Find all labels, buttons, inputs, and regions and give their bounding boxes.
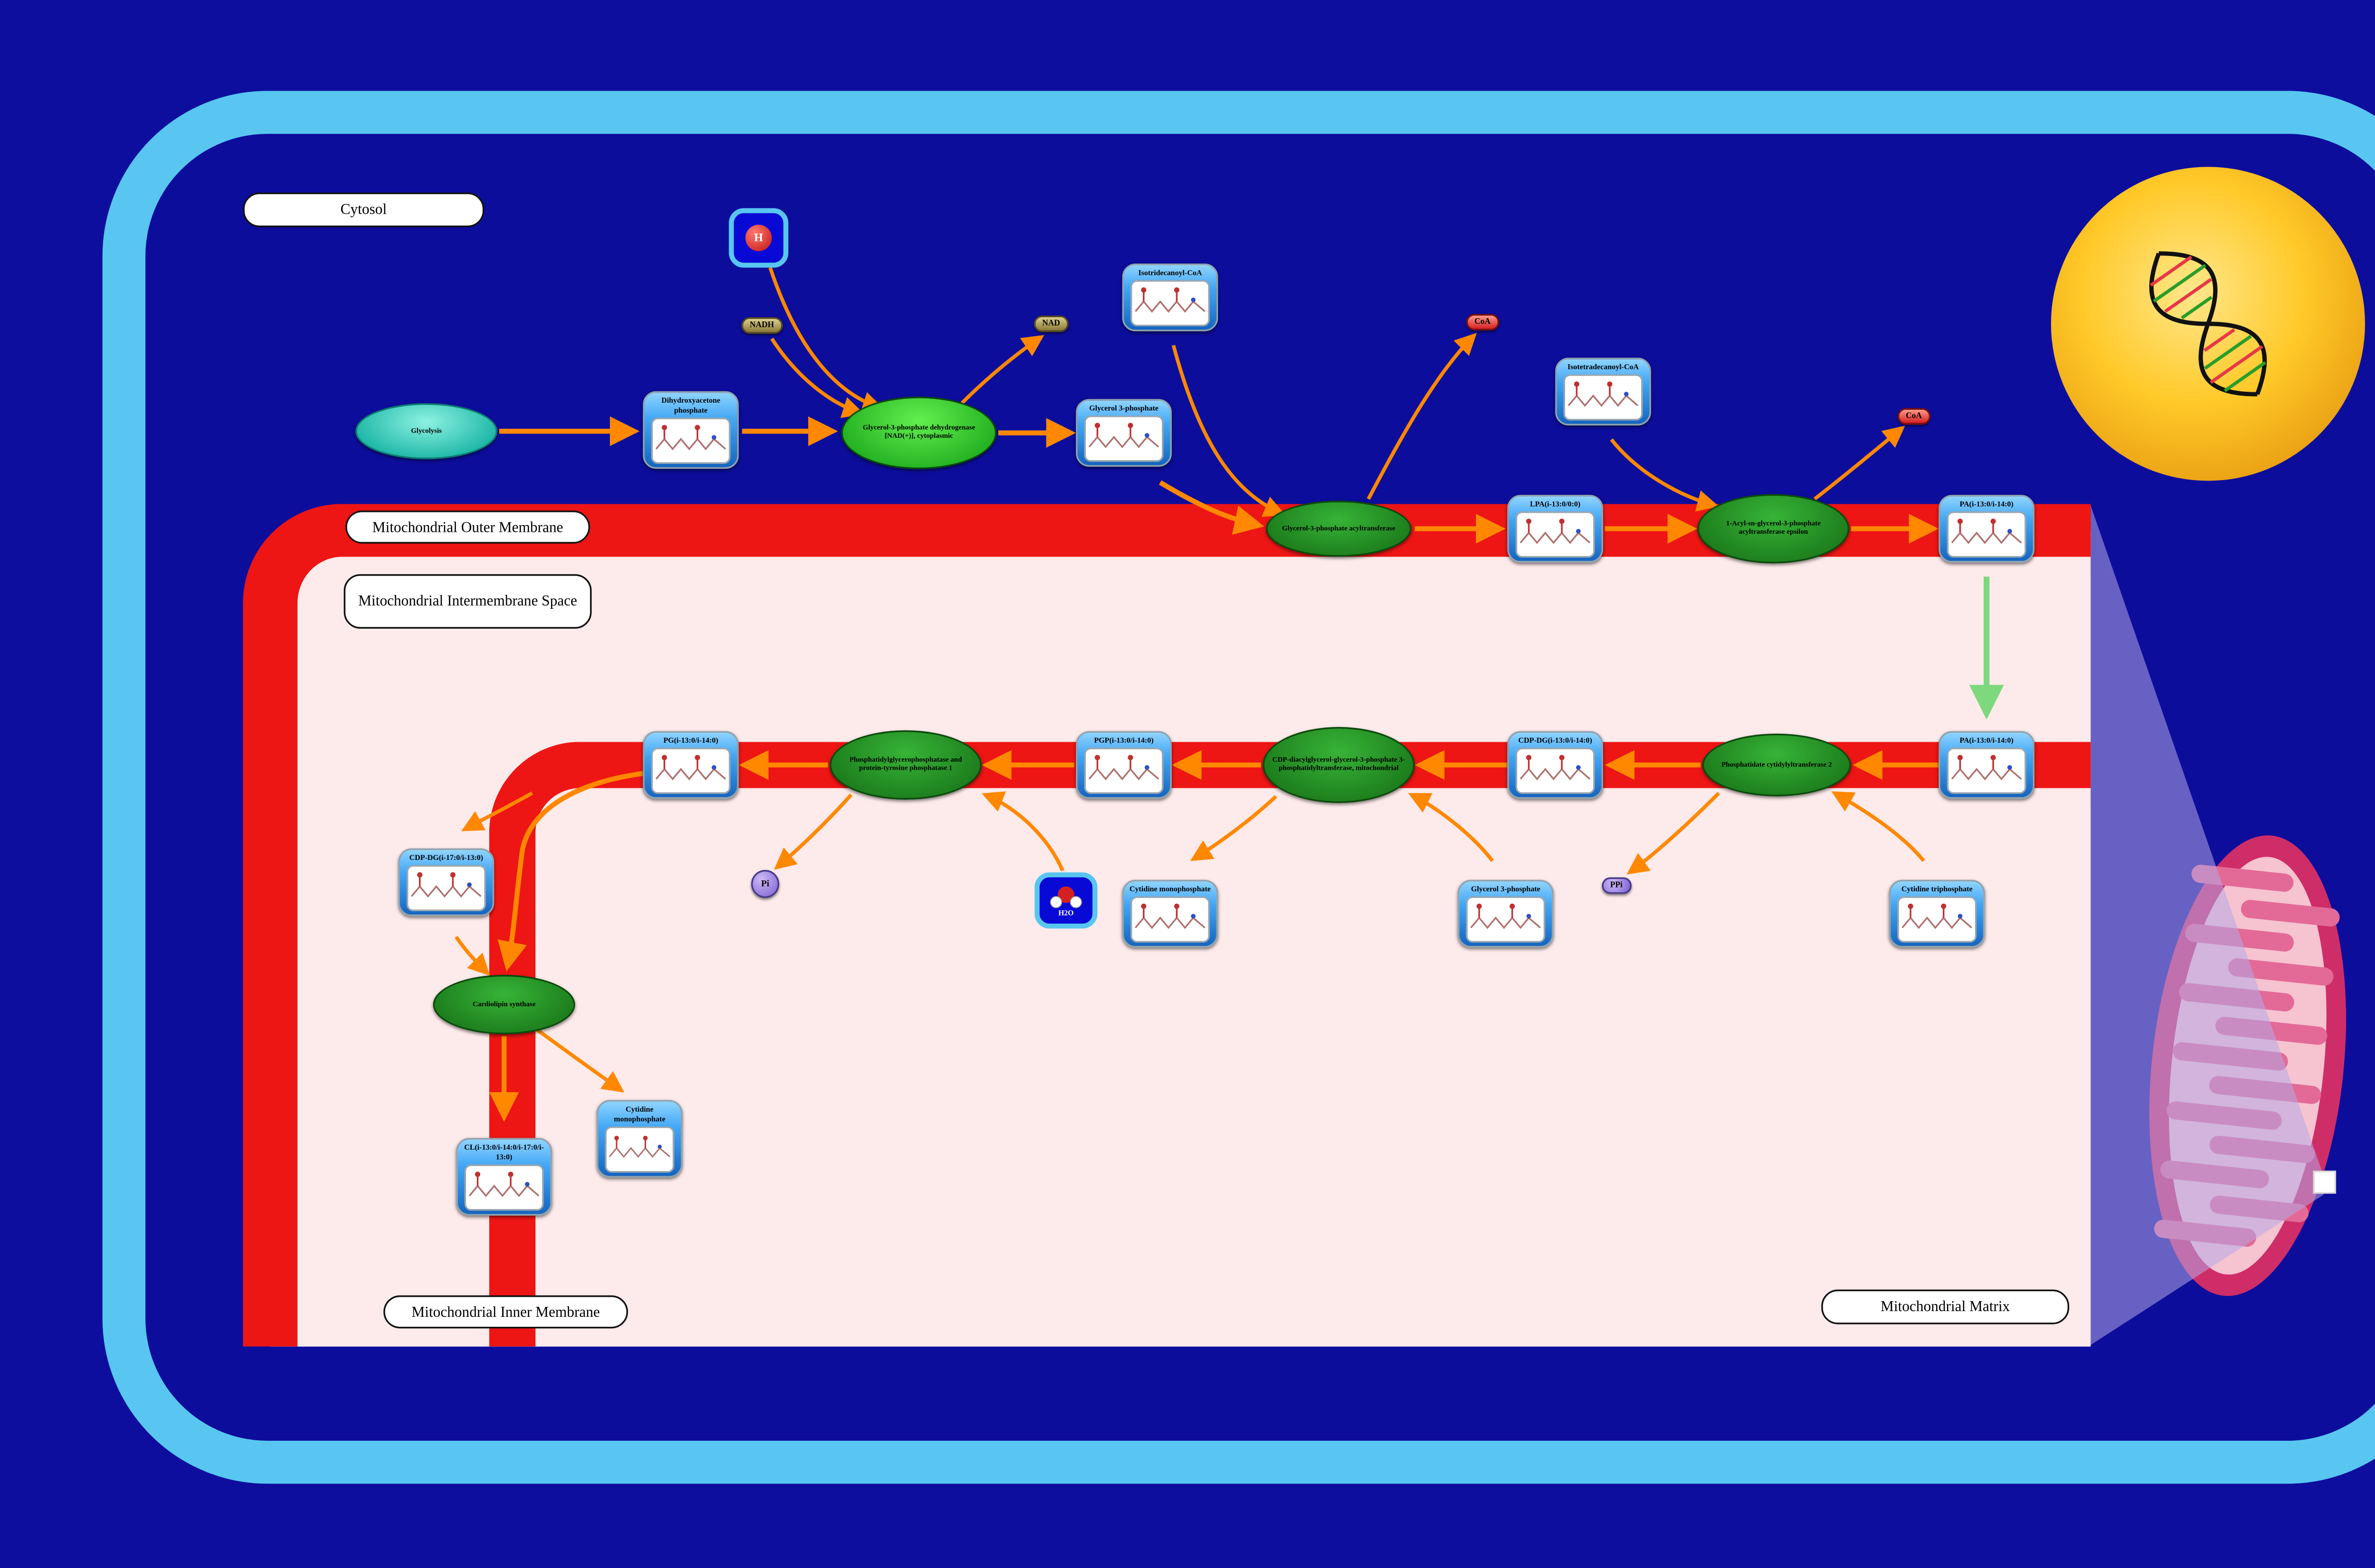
region-label-text: Mitochondrial Intermembrane Space — [358, 592, 578, 609]
enzyme-label: Glycerol-3-phosphate acyltransferase — [1282, 523, 1396, 531]
structure-thumbnail — [1130, 280, 1210, 327]
water-molecule-icon — [1050, 885, 1082, 907]
cofactor-label: NADH — [750, 321, 774, 330]
structure-thumbnail — [1084, 747, 1164, 794]
cofactor-nad[interactable]: NAD — [1034, 315, 1069, 332]
metabolite-pa-outer[interactable]: PA(i-13:0/i-14:0) — [1938, 495, 2035, 563]
cofactor-h-plus[interactable]: H — [729, 208, 788, 268]
metabolite-label: Cytidine triphosphate — [1901, 885, 1973, 893]
metabolite-cdp-dg-2[interactable]: CDP-DG(i-17:0/i-13:0) — [398, 848, 494, 916]
enzyme-cardiolipin-synthase[interactable]: Cardiolipin synthase — [433, 974, 575, 1035]
cofactor-h2o[interactable]: H2O — [1035, 872, 1098, 929]
enzyme-pcyt2[interactable]: Phosphatidate cytidylyltransferase 2 — [1702, 733, 1851, 797]
enzyme-label: Phosphatidate cytidylyltransferase 2 — [1721, 759, 1832, 768]
structure-thumbnail — [1515, 747, 1595, 794]
enzyme-pgp-synthase[interactable]: CDP-diacylglycerol-glycerol-3-phosphate … — [1263, 727, 1415, 803]
metabolite-cardiolipin[interactable]: CL(i-13:0/i-14:0/i-17:0/i-13:0) — [456, 1138, 552, 1215]
metabolite-pg[interactable]: PG(i-13:0/i-14:0) — [643, 731, 739, 799]
metabolite-label: Isotridecanoyl-CoA — [1138, 268, 1202, 277]
cofactor-label: CoA — [1474, 318, 1491, 327]
enzyme-label: Phosphatidylglycerophosphatase and prote… — [849, 755, 962, 772]
region-label-text: Cytosol — [340, 201, 387, 217]
region-label-cytosol: Cytosol — [243, 192, 484, 227]
structure-thumbnail — [1515, 511, 1595, 558]
metabolite-cmp-1[interactable]: Cytidine monophosphate — [1122, 879, 1218, 948]
metabolite-label: Dihydroxyacetone phosphate — [661, 396, 721, 414]
cofactor-label: Pi — [761, 879, 770, 889]
enzyme-label: Glycerol-3-phosphate dehydrogenase [NAD(… — [863, 423, 975, 440]
proton-icon: H — [745, 225, 772, 251]
enzyme-g3p-dehydrogenase[interactable]: Glycerol-3-phosphate dehydrogenase [NAD(… — [841, 397, 997, 470]
metabolite-glycerol-3-phosphate-cytosol[interactable]: Glycerol 3-phosphate — [1076, 399, 1172, 467]
structure-thumbnail — [1563, 374, 1643, 421]
process-label: Glycolysis — [411, 425, 442, 434]
metabolite-ctp[interactable]: Cytidine triphosphate — [1889, 879, 1985, 948]
structure-thumbnail — [1947, 511, 2026, 558]
region-label-text: Mitochondrial Outer Membrane — [372, 518, 563, 535]
cofactor-label: PPi — [1610, 881, 1623, 890]
metabolite-label: Glycerol 3-phosphate — [1471, 885, 1540, 893]
metabolite-lpa[interactable]: LPA(i-13:0/0:0) — [1507, 495, 1604, 563]
metabolite-label: Isotetradecanoyl-CoA — [1567, 362, 1639, 371]
metabolite-label: Cytidine monophosphate — [1129, 885, 1211, 893]
enzyme-label: CDP-diacylglycerol-glycerol-3-phosphate … — [1272, 755, 1405, 772]
enzyme-ptpmt1[interactable]: Phosphatidylglycerophosphatase and prote… — [829, 730, 982, 800]
region-label-text: Mitochondrial Inner Membrane — [411, 1303, 600, 1320]
structure-thumbnail — [1947, 747, 2026, 794]
metabolite-label: PGP(i-13:0/i-14:0) — [1094, 736, 1154, 745]
region-label-text: Mitochondrial Matrix — [1881, 1298, 2010, 1315]
metabolite-label: PA(i-13:0/i-14:0) — [1959, 500, 2014, 508]
cofactor-label: CoA — [1906, 412, 1922, 421]
region-label-inner-membrane: Mitochondrial Inner Membrane — [383, 1295, 628, 1329]
cofactor-label: NAD — [1042, 320, 1060, 328]
structure-thumbnail — [651, 747, 731, 794]
metabolite-label: PG(i-13:0/i-14:0) — [663, 736, 719, 745]
water-label: H2O — [1058, 907, 1074, 916]
structure-thumbnail — [406, 865, 486, 911]
structure-thumbnail — [1466, 896, 1546, 943]
metabolite-isotridecanoyl-coa[interactable]: Isotridecanoyl-CoA — [1122, 263, 1218, 331]
metabolite-dhap[interactable]: Dihydroxyacetone phosphate — [643, 391, 739, 468]
metabolite-label: Cytidine monophosphate — [614, 1105, 665, 1123]
region-label-intermembrane-space: Mitochondrial Intermembrane Space — [343, 574, 592, 629]
structure-thumbnail — [651, 416, 731, 463]
metabolite-pgp[interactable]: PGP(i-13:0/i-14:0) — [1076, 731, 1172, 799]
metabolite-cdp-dg-1[interactable]: CDP-DG(i-13:0/i-14:0) — [1507, 731, 1604, 799]
metabolite-cmp-2[interactable]: Cytidine monophosphate — [597, 1100, 683, 1177]
metabolite-label: CDP-DG(i-17:0/i-13:0) — [409, 853, 484, 862]
cofactor-ppi[interactable]: PPi — [1602, 877, 1631, 894]
cofactor-pi[interactable]: Pi — [751, 869, 779, 898]
structure-thumbnail — [464, 1163, 544, 1210]
metabolite-pa-inner[interactable]: PA(i-13:0/i-14:0) — [1938, 731, 2035, 799]
enzyme-label: 1-Acyl-sn-glycerol-3-phosphate acyltrans… — [1726, 519, 1821, 536]
structure-thumbnail — [1897, 896, 1977, 943]
enzyme-label: Cardiolipin synthase — [472, 999, 536, 1007]
metabolite-glycerol-3-phosphate-matrix[interactable]: Glycerol 3-phosphate — [1457, 879, 1554, 948]
cofactor-coa-1[interactable]: CoA — [1466, 314, 1499, 331]
metabolite-label: CL(i-13:0/i-14:0/i-17:0/i-13:0) — [464, 1143, 544, 1161]
structure-thumbnail — [1130, 896, 1210, 943]
enzyme-gpat[interactable]: Glycerol-3-phosphate acyltransferase — [1266, 501, 1412, 557]
metabolite-label: Glycerol 3-phosphate — [1089, 404, 1159, 413]
structure-thumbnail — [1084, 416, 1164, 462]
process-glycolysis[interactable]: Glycolysis — [355, 403, 498, 460]
metabolite-label: CDP-DG(i-13:0/i-14:0) — [1518, 736, 1592, 745]
cofactor-coa-2[interactable]: CoA — [1897, 408, 1930, 425]
metabolite-label: LPA(i-13:0/0:0) — [1530, 500, 1581, 508]
structure-thumbnail — [605, 1125, 674, 1172]
region-label-outer-membrane: Mitochondrial Outer Membrane — [345, 510, 590, 544]
metabolite-isotetradecanoyl-coa[interactable]: Isotetradecanoyl-CoA — [1555, 358, 1651, 425]
proton-label: H — [754, 231, 763, 245]
cofactor-nadh[interactable]: NADH — [741, 317, 783, 334]
enzyme-agpat-epsilon[interactable]: 1-Acyl-sn-glycerol-3-phosphate acyltrans… — [1697, 494, 1850, 564]
metabolite-label: PA(i-13:0/i-14:0) — [1959, 736, 2014, 745]
region-label-matrix: Mitochondrial Matrix — [1821, 1289, 2070, 1324]
